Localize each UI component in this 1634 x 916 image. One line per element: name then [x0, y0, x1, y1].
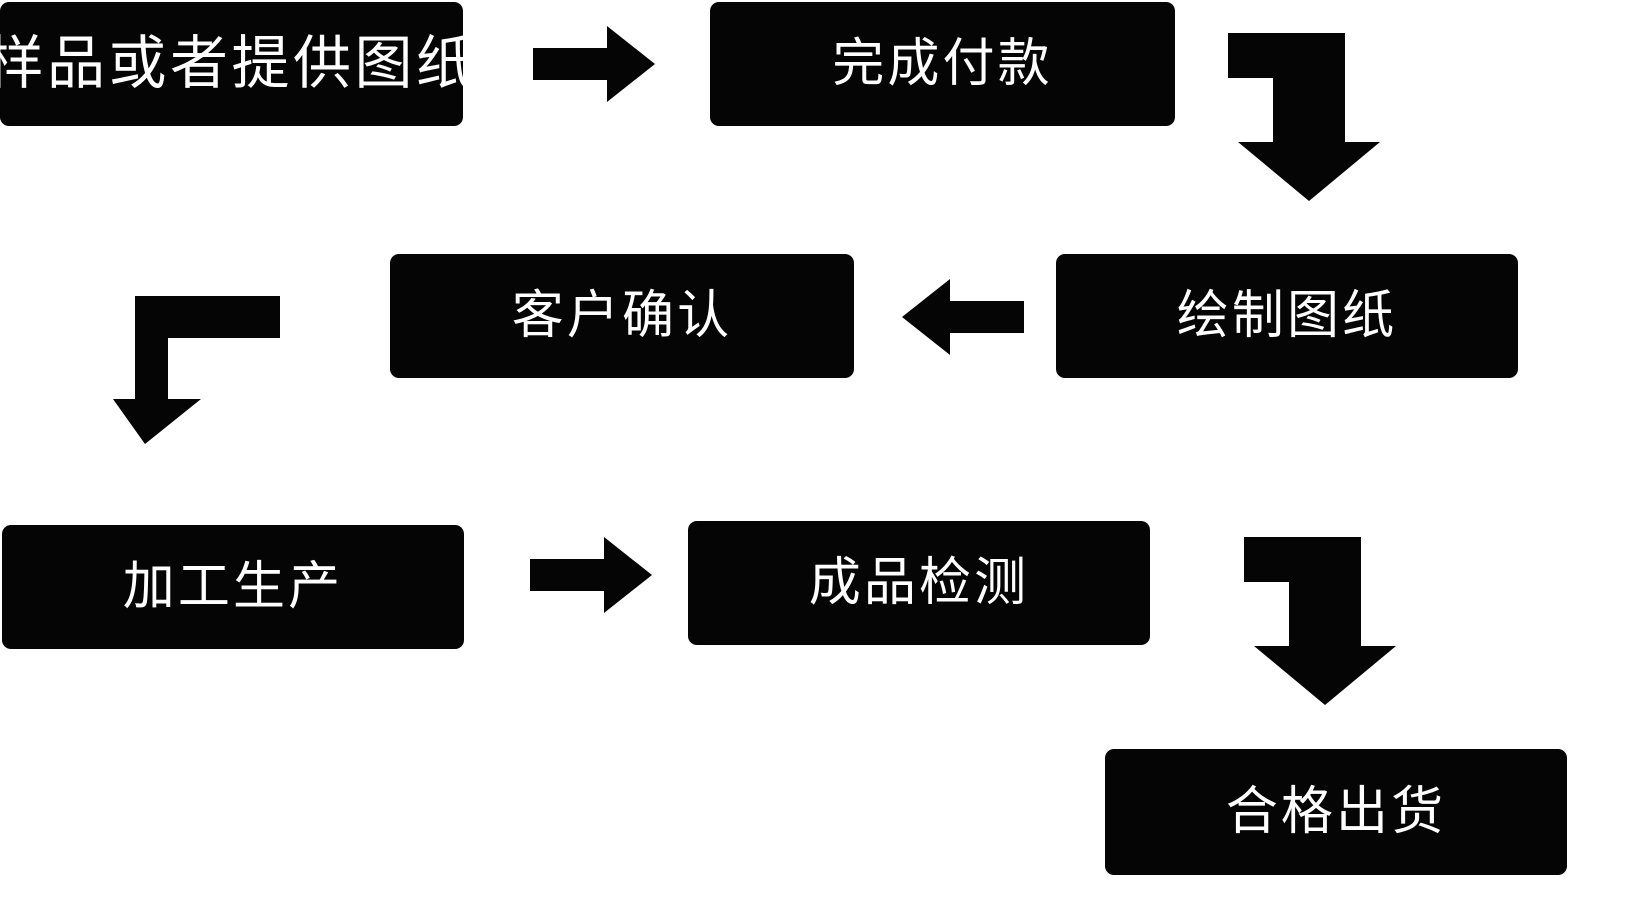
flow-node-label: 客户确认 [511, 287, 733, 345]
flow-node-label: 合格出货 [1225, 783, 1447, 841]
arrow-right-icon [533, 24, 655, 104]
flow-node-label: 加工生产 [122, 558, 344, 616]
flow-node-finished-inspection[interactable]: 成品检测 [688, 521, 1150, 645]
flow-node-label: 成品检测 [808, 554, 1030, 612]
flow-node-customer-confirm[interactable]: 客户确认 [390, 254, 854, 378]
flow-node-processing-production[interactable]: 加工生产 [2, 525, 464, 649]
flow-node-label: 完成付款 [832, 35, 1053, 93]
arrow-left-icon [902, 277, 1024, 357]
flow-node-qualified-shipment[interactable]: 合格出货 [1105, 749, 1567, 875]
flow-node-label: 绘制图纸 [1176, 287, 1398, 345]
arrow-elbow-left-down-icon [113, 296, 280, 444]
arrow-elbow-right-down-icon [1228, 33, 1388, 201]
arrow-elbow-right-down-icon [1244, 537, 1404, 705]
flow-node-draw-drawing[interactable]: 绘制图纸 [1056, 254, 1518, 378]
arrow-right-icon [530, 535, 652, 615]
flow-node-sample-or-drawing[interactable]: 样品或者提供图纸 [0, 2, 474, 126]
flow-node-complete-payment[interactable]: 完成付款 [710, 2, 1175, 126]
flow-node-label: 样品或者提供图纸 [0, 31, 478, 96]
